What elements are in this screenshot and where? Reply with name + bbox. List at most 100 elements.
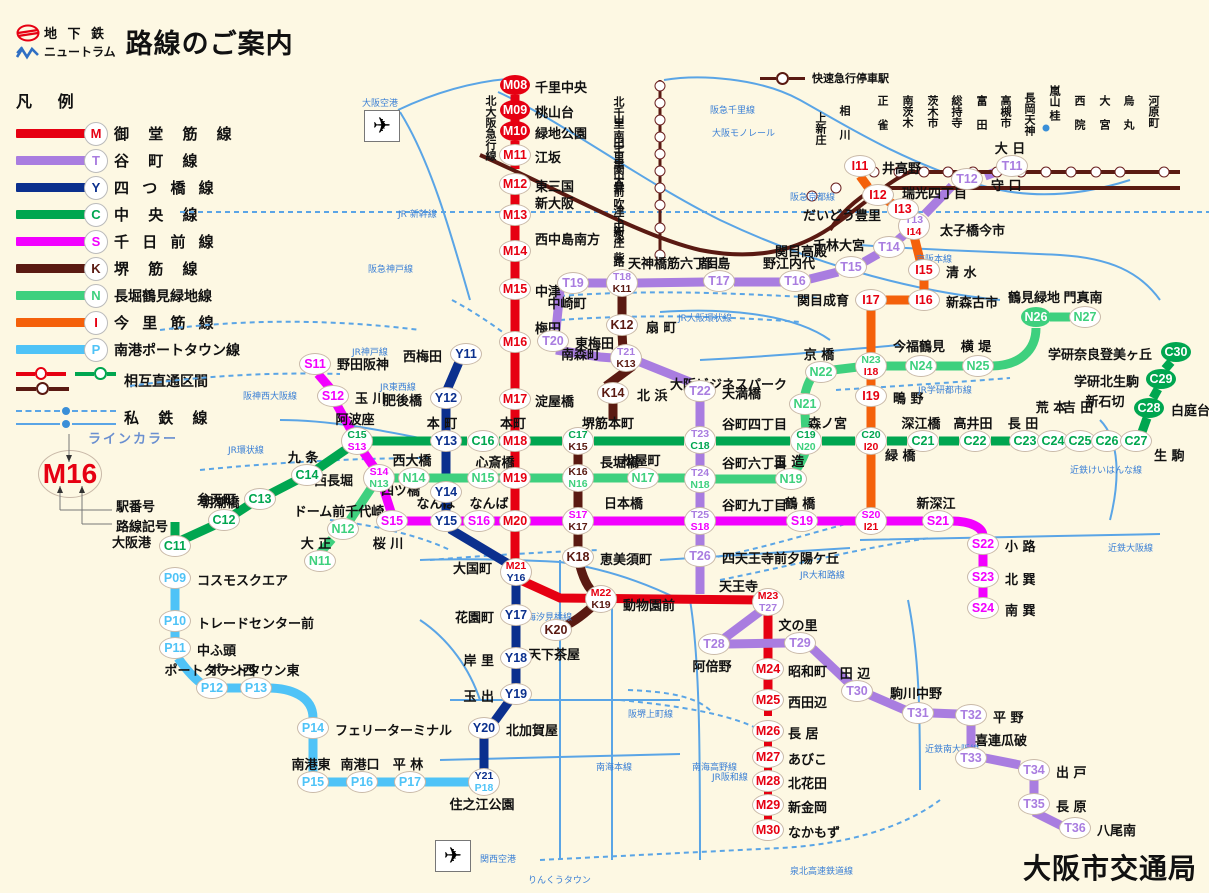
station-node-I16[interactable]: I16 bbox=[908, 289, 940, 311]
station-node-N12[interactable]: N12 bbox=[327, 518, 359, 540]
station-node-T14[interactable]: T14 bbox=[873, 236, 905, 258]
station-node-I15[interactable]: I15 bbox=[908, 259, 940, 281]
station-node-M19[interactable]: M19 bbox=[499, 467, 531, 489]
station-node-S16[interactable]: S16 bbox=[463, 510, 495, 532]
station-node-C29[interactable]: C29 bbox=[1146, 369, 1176, 389]
station-node-T35[interactable]: T35 bbox=[1018, 793, 1050, 815]
station-node-P10[interactable]: P10 bbox=[159, 610, 191, 632]
station-node-K12[interactable]: K12 bbox=[606, 314, 638, 336]
station-node-M20[interactable]: M20 bbox=[499, 510, 531, 532]
station-node-N19[interactable]: N19 bbox=[775, 468, 807, 490]
station-node-Y18[interactable]: Y18 bbox=[500, 647, 532, 669]
station-node-M08[interactable]: M08 bbox=[500, 75, 530, 95]
station-node-T31[interactable]: T31 bbox=[902, 702, 934, 724]
station-node-C24[interactable]: C24 bbox=[1037, 430, 1069, 452]
station-node-S21[interactable]: S21 bbox=[922, 510, 954, 532]
station-node-N24[interactable]: N24 bbox=[905, 355, 937, 377]
station-node-P13[interactable]: P13 bbox=[240, 677, 272, 699]
station-node-N15[interactable]: N15 bbox=[467, 467, 499, 489]
station-node-I13[interactable]: I13 bbox=[887, 198, 919, 220]
station-node-T15[interactable]: T15 bbox=[835, 256, 867, 278]
station-node-C12[interactable]: C12 bbox=[208, 509, 240, 531]
station-node-N25[interactable]: N25 bbox=[962, 355, 994, 377]
station-node-M24[interactable]: M24 bbox=[752, 658, 784, 680]
station-node-P15[interactable]: P15 bbox=[297, 771, 329, 793]
station-node-C22[interactable]: C22 bbox=[959, 430, 991, 452]
station-node-P11[interactable]: P11 bbox=[159, 637, 191, 659]
station-node-Y20[interactable]: Y20 bbox=[468, 717, 500, 739]
station-node-P17[interactable]: P17 bbox=[394, 771, 426, 793]
station-node-M09[interactable]: M09 bbox=[500, 100, 530, 120]
station-node-M17[interactable]: M17 bbox=[499, 388, 531, 410]
station-node-K18[interactable]: K18 bbox=[562, 546, 594, 568]
station-node-T20[interactable]: T20 bbox=[537, 330, 569, 352]
station-node-T30[interactable]: T30 bbox=[841, 680, 873, 702]
station-node-T28[interactable]: T28 bbox=[698, 633, 730, 655]
station-node-M11[interactable]: M11 bbox=[499, 144, 531, 166]
station-node-M12[interactable]: M12 bbox=[499, 173, 531, 195]
station-node-N17[interactable]: N17 bbox=[627, 467, 659, 489]
station-node-K20[interactable]: K20 bbox=[540, 619, 572, 641]
station-node-Y15[interactable]: Y15 bbox=[430, 510, 462, 532]
station-node-I19[interactable]: I19 bbox=[855, 385, 887, 407]
station-node-T33[interactable]: T33 bbox=[955, 747, 987, 769]
station-node-C16[interactable]: C16 bbox=[467, 430, 499, 452]
station-node-N11[interactable]: N11 bbox=[304, 550, 336, 572]
station-node-C27[interactable]: C27 bbox=[1120, 430, 1152, 452]
station-node-S11[interactable]: S11 bbox=[299, 353, 331, 375]
station-node-S22[interactable]: S22 bbox=[967, 533, 999, 555]
station-node-N22[interactable]: N22 bbox=[805, 361, 837, 383]
station-node-M25[interactable]: M25 bbox=[752, 689, 784, 711]
station-node-M29[interactable]: M29 bbox=[752, 794, 784, 816]
station-node-T34[interactable]: T34 bbox=[1018, 759, 1050, 781]
station-node-Y19[interactable]: Y19 bbox=[500, 683, 532, 705]
station-node-T36[interactable]: T36 bbox=[1059, 817, 1091, 839]
station-node-M16[interactable]: M16 bbox=[499, 331, 531, 353]
station-node-C21[interactable]: C21 bbox=[907, 430, 939, 452]
station-node-T32[interactable]: T32 bbox=[955, 704, 987, 726]
station-node-S12[interactable]: S12 bbox=[317, 385, 349, 407]
station-node-I11[interactable]: I11 bbox=[844, 155, 876, 177]
station-node-T22[interactable]: T22 bbox=[684, 380, 716, 402]
station-node-I12[interactable]: I12 bbox=[862, 184, 894, 206]
station-node-T11[interactable]: T11 bbox=[996, 155, 1028, 177]
station-node-P09[interactable]: P09 bbox=[159, 567, 191, 589]
station-node-P12[interactable]: P12 bbox=[196, 677, 228, 699]
station-node-N26[interactable]: N26 bbox=[1021, 307, 1051, 327]
station-node-K14[interactable]: K14 bbox=[597, 382, 629, 404]
station-node-T12[interactable]: T12 bbox=[951, 168, 983, 190]
station-node-S15[interactable]: S15 bbox=[376, 510, 408, 532]
station-node-S24[interactable]: S24 bbox=[967, 597, 999, 619]
station-node-M14[interactable]: M14 bbox=[499, 240, 531, 262]
station-node-P14[interactable]: P14 bbox=[297, 717, 329, 739]
station-node-M15[interactable]: M15 bbox=[499, 278, 531, 300]
station-node-C23[interactable]: C23 bbox=[1009, 430, 1041, 452]
station-node-M13[interactable]: M13 bbox=[499, 204, 531, 226]
station-node-T16[interactable]: T16 bbox=[779, 270, 811, 292]
station-node-N14[interactable]: N14 bbox=[398, 467, 430, 489]
station-node-C30[interactable]: C30 bbox=[1161, 342, 1191, 362]
station-node-Y13[interactable]: Y13 bbox=[430, 430, 462, 452]
station-node-N27[interactable]: N27 bbox=[1069, 306, 1101, 328]
station-node-M30[interactable]: M30 bbox=[752, 819, 784, 841]
station-node-C25[interactable]: C25 bbox=[1064, 430, 1096, 452]
station-node-M28[interactable]: M28 bbox=[752, 770, 784, 792]
station-node-T29[interactable]: T29 bbox=[784, 632, 816, 654]
station-node-N21[interactable]: N21 bbox=[789, 393, 821, 415]
station-node-C11[interactable]: C11 bbox=[159, 535, 191, 557]
station-node-C26[interactable]: C26 bbox=[1091, 430, 1123, 452]
station-node-M10[interactable]: M10 bbox=[500, 121, 530, 141]
